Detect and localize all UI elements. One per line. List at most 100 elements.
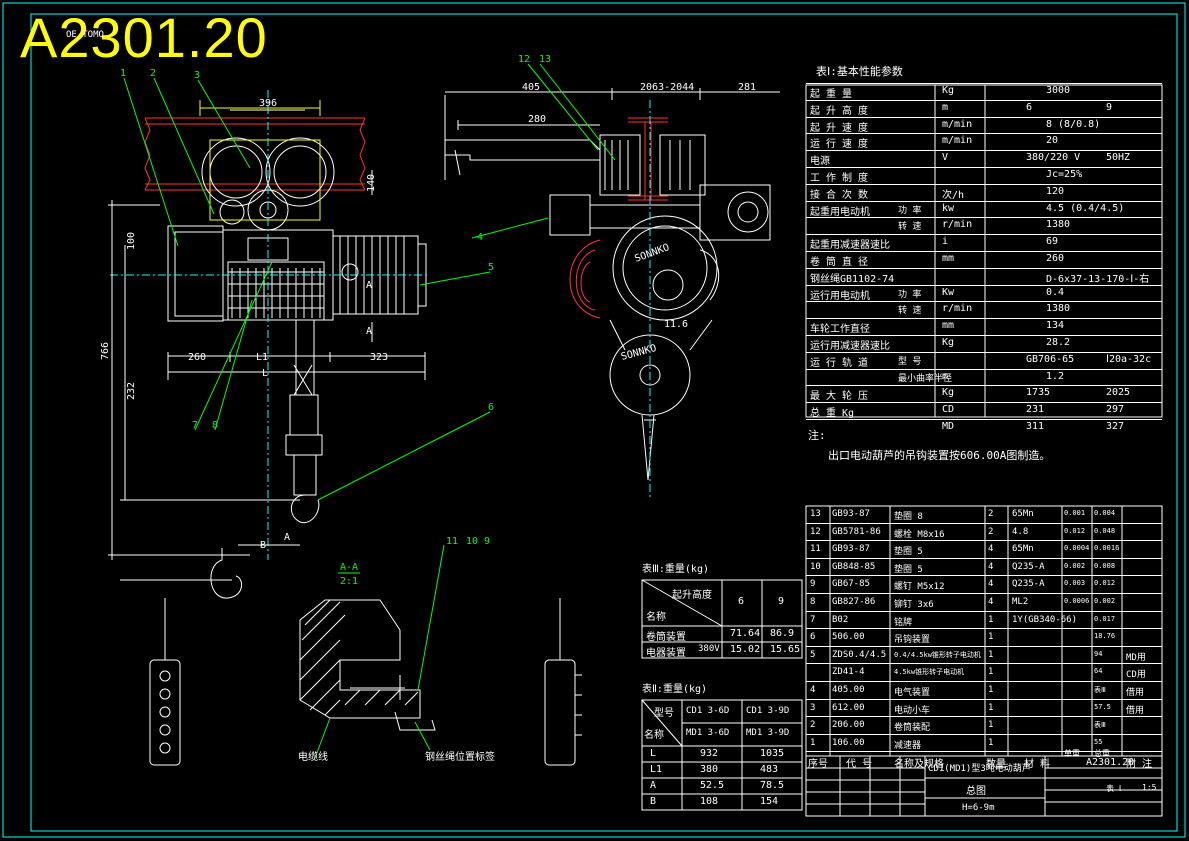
table-3-row-1-v2: 86.9 bbox=[770, 628, 795, 639]
table-1-unit: mm bbox=[942, 320, 955, 332]
table-3-col-2: 9 bbox=[778, 596, 785, 607]
balloon-2: 2 bbox=[150, 68, 156, 79]
bom-qty: 1 bbox=[988, 614, 994, 625]
table-1-sub: 转 速 bbox=[898, 222, 922, 233]
table-1-value-1: 69 bbox=[1046, 236, 1059, 248]
table-1-unit: V bbox=[942, 152, 949, 164]
bom-w2: 94 bbox=[1094, 649, 1103, 658]
table-3-header-top: 起升高度 bbox=[672, 590, 712, 601]
title-sheet: 表 Ⅰ bbox=[1106, 784, 1122, 793]
bom-w2: 0.012 bbox=[1094, 579, 1116, 588]
bom-mat: 65Mn bbox=[1012, 509, 1034, 519]
table-2-v2: 154 bbox=[760, 796, 779, 807]
bom-no: 11 bbox=[810, 544, 821, 555]
notes: 注: 出口电动葫芦的吊钩装置按606.00A图制造。 bbox=[808, 427, 1050, 463]
table-1-name: 最 大 轮 压 bbox=[810, 391, 869, 403]
table-3-row-1-v1: 71.64 bbox=[730, 628, 761, 639]
table-2-v1: 52.5 bbox=[700, 780, 725, 791]
table-1-sub: 转 速 bbox=[898, 306, 922, 317]
section-scale: 2:1 bbox=[340, 576, 358, 587]
table-2-v2: 483 bbox=[760, 764, 779, 775]
bom-w1: 0.0004 bbox=[1064, 544, 1090, 553]
balloon-6: 6 bbox=[488, 402, 494, 413]
table-1-sub: 最小曲率半径 bbox=[898, 373, 953, 384]
bom-mat: Q235-A bbox=[1012, 579, 1045, 590]
table-2-v1: 108 bbox=[700, 796, 719, 807]
pendant-right bbox=[544, 598, 582, 766]
table-1-unit: mm bbox=[942, 252, 955, 264]
bom-no: 5 bbox=[810, 649, 816, 660]
drawing-number-title: A2301.20 bbox=[20, 6, 268, 69]
bom-name: 铭牌 bbox=[894, 617, 913, 628]
table-1-value-1: 6 bbox=[1026, 101, 1033, 113]
table-1-value-1: 231 bbox=[1026, 404, 1045, 416]
title-block: CD1(MD1)型3吨电动葫芦 总图 A2301.20 表 Ⅰ 1:5 H=6-… bbox=[806, 756, 1162, 816]
balloon-10: 10 bbox=[466, 536, 478, 547]
balloon-4: 4 bbox=[477, 232, 483, 243]
balloon-11: 11 bbox=[446, 536, 458, 547]
notes-heading: 注: bbox=[808, 429, 826, 442]
bom-no: 4 bbox=[810, 684, 816, 695]
table-1-unit: MD bbox=[942, 420, 955, 432]
dim-b: B bbox=[260, 540, 266, 551]
table-2: 表Ⅱ:重量(kg) 型号 名称 CD1 3-6D CD1 3-9D MD1 3-… bbox=[642, 680, 802, 810]
section-title: A-A bbox=[340, 562, 358, 573]
bom-w2: 64 bbox=[1094, 667, 1103, 676]
bom-name: 4.5kw锥形转子电动机 bbox=[894, 668, 965, 677]
bom-qty: 1 bbox=[988, 632, 994, 643]
bom-w2: 0.017 bbox=[1094, 614, 1116, 623]
table-1-value-1: Jc=25% bbox=[1046, 168, 1083, 180]
balloon-5: 5 bbox=[488, 262, 494, 273]
bom-header-mat: 材 料 bbox=[1024, 759, 1051, 771]
bom-w1: 0.001 bbox=[1064, 509, 1086, 517]
bom-code: GB827-86 bbox=[832, 596, 876, 607]
dim-a: A bbox=[284, 532, 290, 543]
title-product: CD1(MD1)型3吨电动葫芦 bbox=[928, 764, 1031, 774]
table-2-header-left: 名称 bbox=[644, 730, 664, 741]
bom-qty: 4 bbox=[988, 596, 994, 607]
bom-no: 12 bbox=[810, 526, 821, 537]
bom-header-qty: 数量 bbox=[986, 759, 1006, 771]
balloon-3: 3 bbox=[194, 70, 200, 81]
table-3-grid bbox=[641, 579, 803, 659]
dim-vert1: 100 bbox=[126, 232, 137, 250]
dim-side1: 405 bbox=[522, 82, 540, 93]
table-1-value-1: 134 bbox=[1046, 320, 1065, 332]
table-1-unit: Kw bbox=[942, 286, 955, 298]
bom-w2: 0.008 bbox=[1094, 561, 1116, 570]
table-1-value-1: 3000 bbox=[1046, 85, 1071, 96]
table-1-name: 起 升 速 度 bbox=[810, 122, 869, 134]
table-1-unit: Kg bbox=[942, 336, 955, 348]
table-1-sub: 功 率 bbox=[898, 289, 922, 300]
bom-code: GB93-87 bbox=[832, 544, 870, 555]
table-3-row-2-name: 电器装置 bbox=[646, 648, 686, 659]
table-1-name: 运行用减速器速比 bbox=[810, 340, 890, 352]
bom-mat: 65Mn bbox=[1012, 544, 1034, 555]
table-1-value-1: GB706-65 bbox=[1026, 353, 1075, 365]
bom-no: 7 bbox=[810, 614, 816, 625]
bom-w1: 0.0006 bbox=[1064, 596, 1090, 605]
table-2-name: L1 bbox=[650, 764, 663, 775]
bom-note: MD用 bbox=[1126, 652, 1146, 663]
bom-code: 206.00 bbox=[832, 720, 865, 731]
section-mark-upper: A bbox=[366, 280, 372, 291]
bom-qty: 2 bbox=[988, 509, 994, 519]
table-2-col-1: CD1 3-6D bbox=[686, 706, 730, 716]
table-1-value-1: 260 bbox=[1046, 252, 1065, 264]
table-2-v2: 78.5 bbox=[760, 780, 785, 791]
